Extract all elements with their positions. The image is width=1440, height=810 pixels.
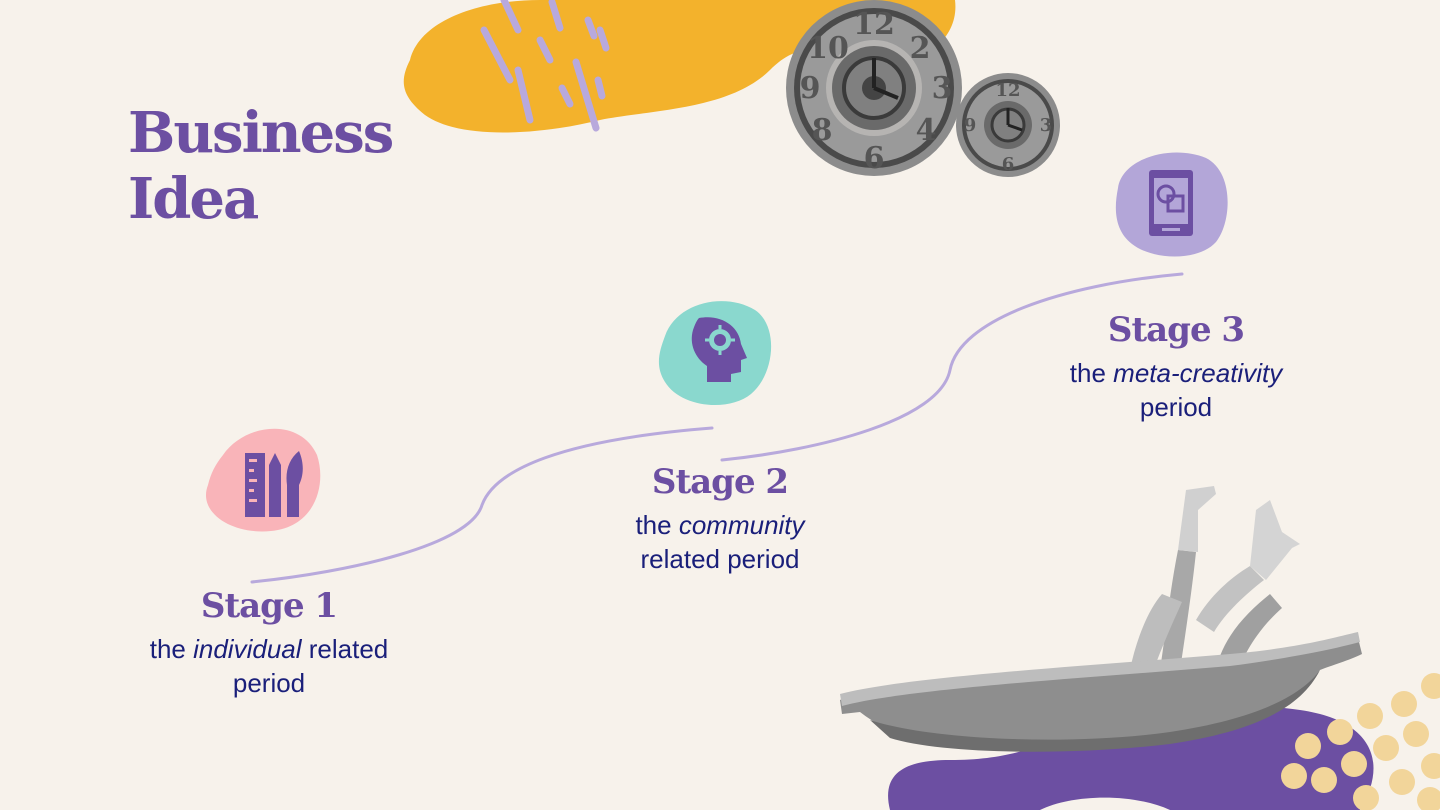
bathtub-illustration [840,486,1440,810]
page-title: Business Idea [128,100,528,232]
svg-text:12: 12 [995,80,1020,101]
stage-1-desc-pre: the [149,634,194,664]
stage-3-description: the meta-creativity period [1026,356,1326,424]
svg-text:6: 6 [864,141,885,176]
clocks-illustration: 12 3 6 9 2 4 10 8 12 3 6 9 [786,0,1060,177]
stage-1: Stage 1 the individual related period [119,586,419,700]
svg-text:6: 6 [1002,154,1015,175]
dots-decoration [1281,673,1440,810]
stage-1-desc-em: individual [193,634,302,664]
title-line-2: Idea [128,166,259,232]
svg-text:9: 9 [800,71,821,106]
legs-icon [1130,486,1300,674]
purple-blob-decoration [888,705,1374,810]
svg-text:12: 12 [853,7,895,42]
bathtub-icon [840,632,1362,752]
stage-3-desc-line2: period [1139,392,1213,422]
stage-2-title: Stage 2 [651,462,789,502]
stage-1-title: Stage 1 [200,586,338,626]
stage-2-desc-line2: related period [640,544,800,574]
stage-1-description: the individual related period [119,632,419,700]
svg-text:10: 10 [807,31,849,66]
stage-3-icon-blob [1115,152,1228,257]
stage-1-icon-blob [205,428,321,532]
head-gear-icon [691,317,747,382]
stage-1-desc-post: related [301,634,389,664]
stage-2-desc-pre: the [635,510,679,540]
svg-text:8: 8 [812,113,833,148]
stage-2: Stage 2 the community related period [570,462,870,576]
art-supplies-icon [245,451,303,517]
small-clock-icon: 12 3 6 9 [956,73,1060,177]
svg-text:9: 9 [964,115,977,136]
phone-shapes-icon [1149,170,1193,236]
stage-3: Stage 3 the meta-creativity period [1026,310,1326,424]
stage-3-desc-pre: the [1069,358,1114,388]
title-line-1: Business [128,100,394,166]
large-clock-icon: 12 3 6 9 2 4 10 8 [786,0,962,176]
stage-2-icon-blob [658,301,772,406]
svg-text:3: 3 [932,71,953,106]
svg-text:4: 4 [916,113,937,148]
stage-1-desc-line2: period [232,668,306,698]
svg-text:3: 3 [1040,115,1053,136]
stage-2-desc-em: community [678,510,805,540]
stage-3-desc-em: meta-creativity [1113,358,1283,388]
stage-2-description: the community related period [570,508,870,576]
svg-text:2: 2 [910,31,931,66]
stage-3-title: Stage 3 [1107,310,1245,350]
